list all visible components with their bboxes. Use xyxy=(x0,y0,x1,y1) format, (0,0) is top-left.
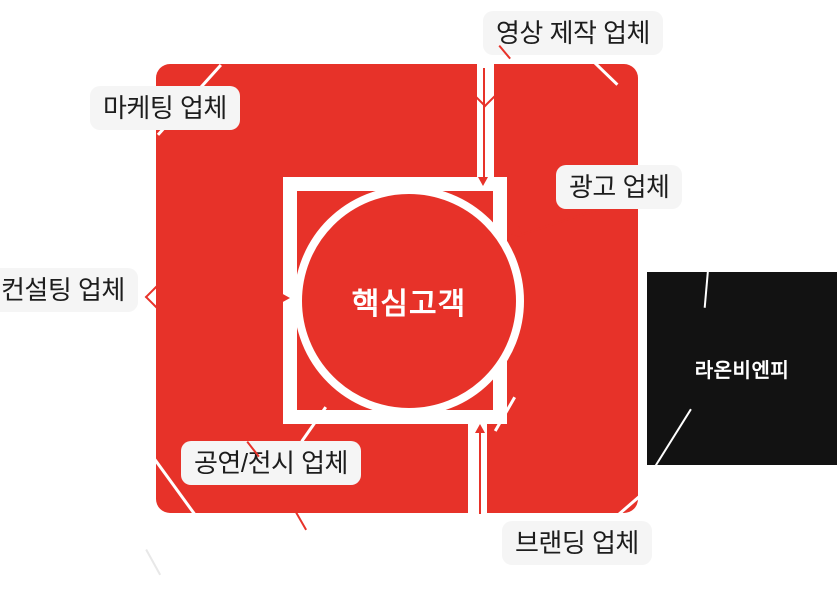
label-branding: 브랜딩 업체 xyxy=(502,521,652,565)
arrow-top-tip-icon xyxy=(478,177,488,186)
label-performance-exhibition: 공연/전시 업체 xyxy=(181,441,361,485)
company-box: 라온비엔피 xyxy=(647,272,837,465)
arrow-bottom-tip-icon xyxy=(475,424,485,433)
label-video-production: 영상 제작 업체 xyxy=(483,11,663,55)
company-box-label: 라온비엔피 xyxy=(694,360,790,382)
center-circle: 핵심고객 xyxy=(294,186,524,416)
connector-band-top xyxy=(477,64,494,178)
connector-line-top xyxy=(483,68,485,178)
label-advertising: 광고 업체 xyxy=(556,165,683,209)
label-marketing: 마케팅 업체 xyxy=(90,86,240,130)
label-consulting: 컨설팅 업체 xyxy=(0,268,138,312)
red-arc-below-performance xyxy=(295,512,307,531)
arrow-left-tip-icon xyxy=(281,293,290,303)
connector-line-bottom xyxy=(479,432,481,514)
center-circle-label: 핵심고객 xyxy=(351,288,467,321)
connector-band-bottom xyxy=(468,424,487,513)
arc-below-red xyxy=(145,549,162,576)
